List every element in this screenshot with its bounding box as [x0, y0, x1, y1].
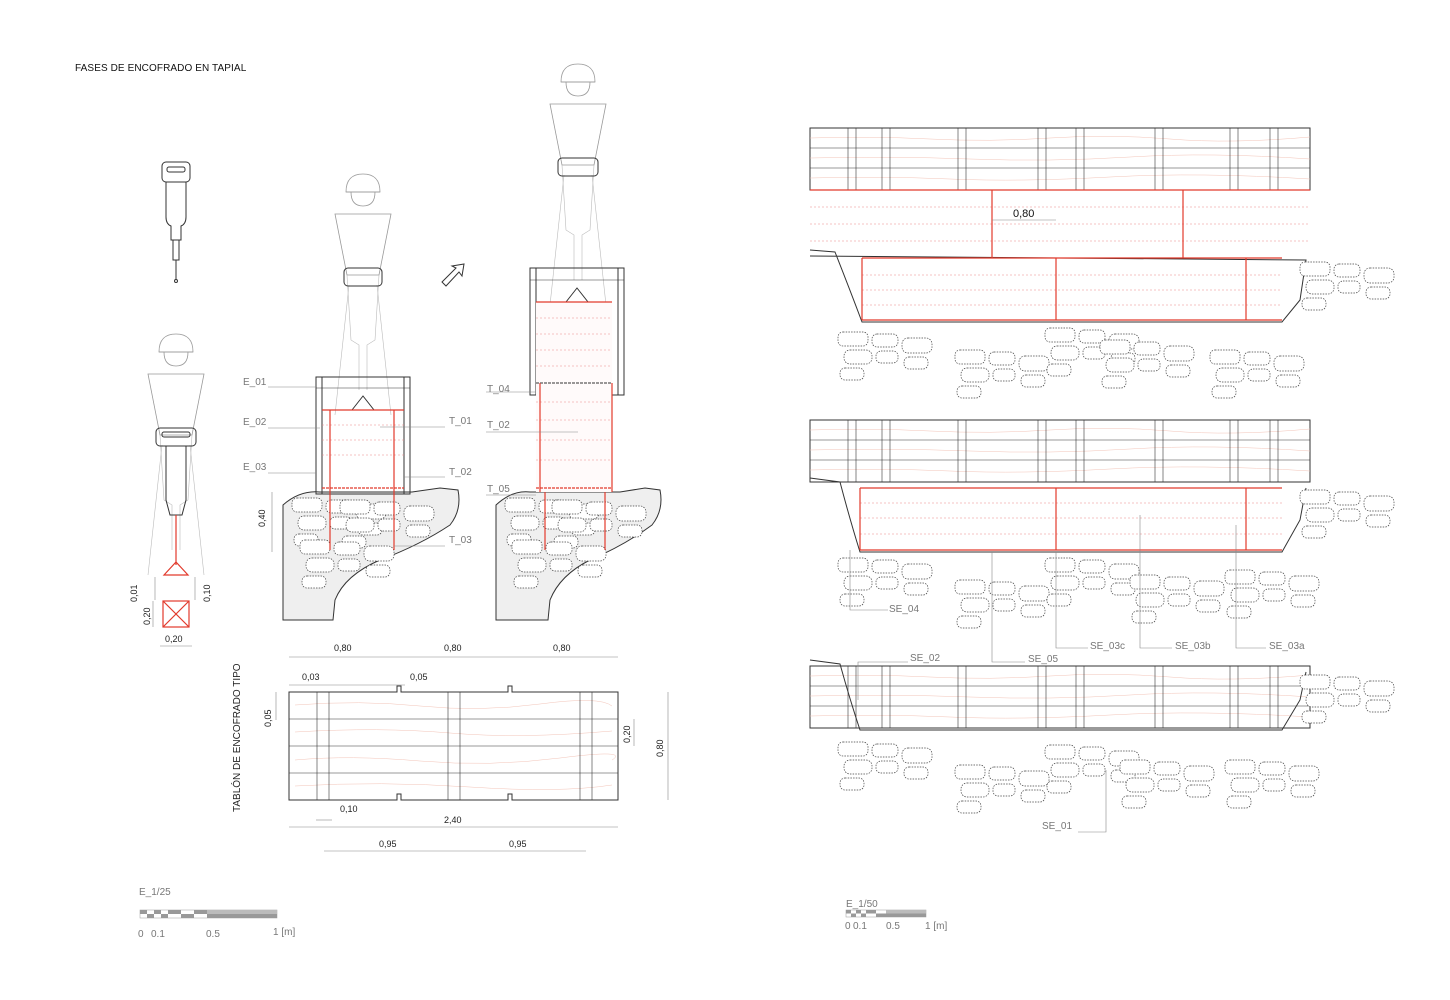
scale-left-label: E_1/25	[139, 887, 171, 898]
phase-1-section	[282, 173, 460, 621]
worker-with-tool-drawing	[147, 333, 205, 576]
scale-left-tick-05: 0.5	[206, 929, 220, 940]
label-e03: E_03	[243, 462, 267, 473]
dim-small-001: 0,01	[129, 584, 139, 602]
sheet-title: FASES DE ENCOFRADO EN TAPIAL	[75, 63, 247, 74]
dim-small-010: 0,10	[202, 584, 212, 602]
plank-title: TABLÓN DE ENCOFRADO TIPO	[230, 663, 243, 812]
phase-2-section	[495, 63, 662, 621]
dim-plank-half-1: 0,95	[379, 839, 397, 849]
label-t02: T_02	[449, 467, 472, 478]
dim-plank-total-240: 2,40	[444, 815, 462, 825]
scale-left-tick-01: 0.1	[151, 929, 165, 940]
dim-plank-gap-005: 0,05	[410, 672, 428, 682]
scale-right-tick-1m: 1 [m]	[925, 921, 947, 932]
elevation-3	[809, 659, 1395, 814]
dim-small-020-horizontal: 0,20	[165, 634, 183, 644]
dim-plank-half-2: 0,95	[509, 839, 527, 849]
label-e02: E_02	[243, 417, 267, 428]
dim-plank-top-1: 0,80	[334, 643, 352, 653]
dim-spacing-080: 0,80	[1013, 208, 1034, 220]
label-t05: T_05	[487, 484, 510, 495]
scale-left-tick-0: 0	[138, 929, 144, 940]
tamping-tool-drawing	[161, 161, 191, 283]
scale-right-tick-01: 0.1	[853, 921, 867, 932]
next-phase-arrow-icon	[441, 263, 465, 287]
label-t04: T_04	[487, 384, 510, 395]
elevation-2	[809, 419, 1395, 629]
label-t03: T_03	[449, 535, 472, 546]
elevation-2-leaders	[849, 515, 1266, 663]
label-se03b: SE_03b	[1175, 641, 1211, 652]
elevation-1	[809, 127, 1395, 399]
dim-plank-bottom-010: 0,10	[340, 804, 358, 814]
dim-plank-right-020: 0,20	[622, 725, 632, 743]
scale-right-tick-0: 0	[845, 921, 851, 932]
label-se03a: SE_03a	[1269, 641, 1305, 652]
plank-dimension-lines	[275, 656, 669, 852]
standard-plank-drawing	[288, 685, 619, 801]
phase-2-leaders	[486, 391, 578, 496]
scale-left-tick-1m: 1 [m]	[273, 927, 295, 938]
label-e01: E_01	[243, 377, 267, 388]
dim-plank-left-005: 0,05	[263, 709, 273, 727]
dim-plank-gap-003: 0,03	[302, 672, 320, 682]
label-t01: T_01	[449, 416, 472, 427]
label-se03c: SE_03c	[1090, 641, 1125, 652]
dim-height-040: 0,40	[257, 509, 267, 527]
scale-right-bar	[845, 909, 927, 918]
elevation-3-leaders	[857, 661, 1107, 833]
label-se02: SE_02	[910, 653, 940, 664]
tool-base-detail	[152, 577, 196, 647]
scale-left-bar	[139, 909, 278, 919]
label-se04: SE_04	[889, 604, 919, 615]
dim-small-020-vertical: 0,20	[142, 607, 152, 625]
label-se01: SE_01	[1042, 821, 1072, 832]
label-t02-phase-2: T_02	[487, 420, 510, 431]
dim-plank-top-2: 0,80	[444, 643, 462, 653]
dim-plank-top-3: 0,80	[553, 643, 571, 653]
dim-plank-right-080: 0,80	[655, 739, 665, 757]
scale-right-tick-05: 0.5	[886, 921, 900, 932]
scale-right-label: E_1/50	[846, 899, 878, 910]
label-se05: SE_05	[1028, 654, 1058, 665]
phase-1-leaders	[268, 386, 445, 552]
